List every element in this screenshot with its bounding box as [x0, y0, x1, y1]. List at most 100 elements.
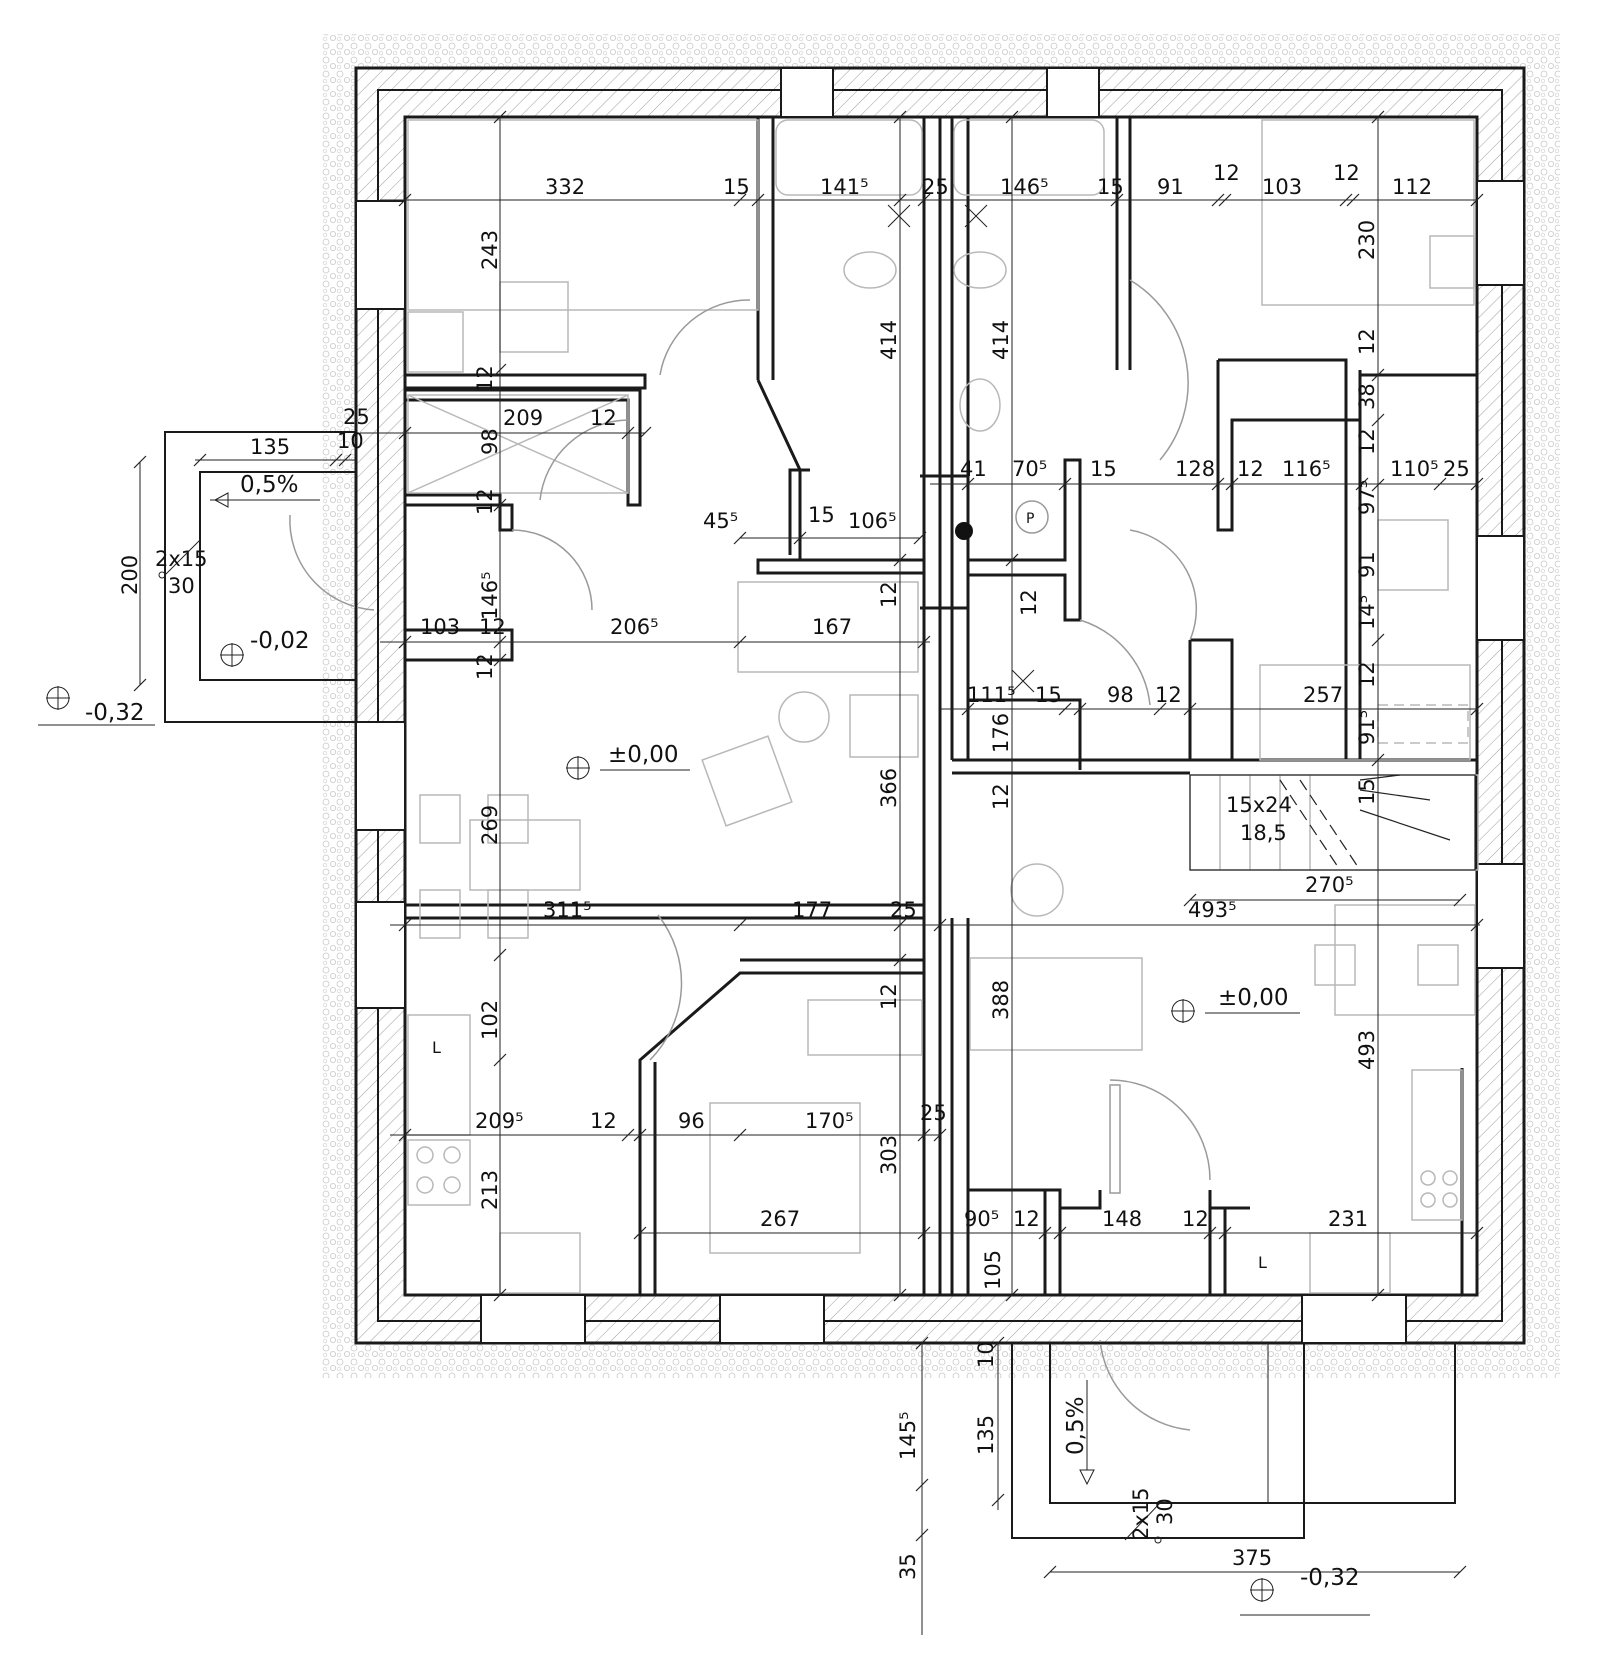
dimension-tick: [893, 1288, 907, 1302]
dim-verticals-right: 230 12 38 12 97⁵ 91 14⁵ 12 91⁵ 15 493: [1355, 220, 1379, 1070]
dimension-tick: [1153, 702, 1167, 716]
dim-label: 98: [1107, 683, 1134, 707]
dimension-tick: [991, 1336, 1005, 1350]
dimension-tick: [1183, 893, 1197, 907]
dimension-tick: [193, 453, 207, 467]
slope-left-terrace: 0,5%: [240, 472, 298, 498]
dimension-tick: [733, 193, 747, 207]
dim-label: 12: [877, 581, 901, 608]
windows: [355, 67, 1525, 1344]
dim-label: 12: [1182, 1207, 1209, 1231]
dim-label: 25: [890, 898, 917, 922]
dim-label: 146⁵: [1000, 175, 1049, 199]
dimension-tick: [913, 531, 927, 545]
level-terrace-left: -0,02: [250, 628, 310, 654]
dimension-lines: [139, 117, 1480, 1635]
dim-label: 12: [1013, 1207, 1040, 1231]
dim-verticals-center: 414 414 12 12 366 12 176 12 388 12 303 1…: [877, 320, 1041, 1290]
dimension-tick: [633, 1128, 647, 1142]
dimension-tick: [1371, 753, 1385, 767]
dimension-tick: [1038, 1226, 1052, 1240]
gravel-surround: [322, 34, 1560, 1378]
dimension-tick: [621, 426, 635, 440]
dim-label: 12: [1355, 428, 1379, 455]
dim-label: 25: [920, 1101, 947, 1125]
dim-top-row: 332 15 141⁵ 25 146⁵ 15 91 12 103 12 112: [545, 161, 1432, 199]
dimension-tick: [733, 1128, 747, 1142]
level-main-left: ±0,00: [608, 742, 678, 768]
dimension-tick: [991, 1493, 1005, 1507]
dimension-tick: [893, 553, 907, 567]
dim-label: 91: [1157, 175, 1184, 199]
dim-label: 209: [503, 406, 543, 430]
dim-label: 12: [1155, 683, 1182, 707]
dimension-tick: [338, 453, 352, 467]
dimension-tick: [133, 678, 147, 692]
dim-label: 135: [974, 1415, 998, 1455]
dim-label: 12: [877, 983, 901, 1010]
dimension-tick: [1218, 193, 1232, 207]
bottom-terrace: [1011, 1342, 1456, 1616]
dimension-tick: [793, 531, 807, 545]
dim-label: 103: [420, 615, 460, 639]
dim-label: 167: [812, 615, 852, 639]
dim-label: 257: [1303, 683, 1343, 707]
dimension-tick: [961, 477, 975, 491]
dim-label: 14⁵: [1355, 595, 1379, 630]
step-left-size: 2x15: [155, 547, 208, 571]
dim-stair: 270⁵: [1305, 873, 1354, 897]
dim-label: 12: [473, 488, 497, 515]
dim-label: 176: [989, 713, 1013, 753]
dim-label: 206⁵: [610, 615, 659, 639]
dimension-tick: [1211, 477, 1225, 491]
dim-label: 35: [896, 1553, 920, 1580]
step-left-rise: 30: [168, 574, 195, 598]
dimension-tick: [1371, 110, 1385, 124]
dimension-tick: [1073, 702, 1087, 716]
dim-label: 97⁵: [1355, 480, 1379, 515]
dimension-tick: [1371, 368, 1385, 382]
dimension-tick: [1453, 1565, 1467, 1579]
dimension-tick: [1110, 193, 1124, 207]
dimension-tick: [1005, 110, 1019, 124]
dim-label: 128: [1175, 457, 1215, 481]
dimension-tick: [893, 193, 907, 207]
dim-verticals-left: 243 12 98 12 146⁵ 12 269 102 213: [473, 230, 502, 1210]
dim-label: 12: [590, 1109, 617, 1133]
dimension-tick: [893, 110, 907, 124]
dim-label: 15: [1355, 778, 1379, 805]
pantry-left-symbol: L: [432, 1038, 441, 1057]
dimension-tick: [1433, 477, 1447, 491]
stair-rise: 18,5: [1240, 821, 1287, 845]
dimension-tick: [1371, 1288, 1385, 1302]
dimension-tick: [398, 1128, 412, 1142]
boiler-symbol: P: [1026, 511, 1034, 527]
dim-label: 145⁵: [896, 1411, 920, 1460]
dim-label: 98: [478, 428, 502, 455]
dimension-tick: [1470, 1226, 1484, 1240]
dim-row4: 111⁵ 15 98 12 257: [967, 683, 1343, 707]
dim-label: 146⁵: [478, 571, 502, 620]
dim-label: 15: [808, 503, 835, 527]
dim-row3: 103 12 206⁵ 167: [420, 615, 852, 639]
dimension-tick: [893, 918, 907, 932]
dim-label: 12: [1237, 457, 1264, 481]
dimension-tick: [1211, 193, 1225, 207]
dimension-ticks: [133, 110, 1484, 1579]
dim-label: 105: [981, 1250, 1005, 1290]
dimension-tick: [1058, 702, 1072, 716]
dimension-tick: [493, 1288, 507, 1302]
level-labels: ±0,00 ±0,00 -0,02 -0,32 -0,32 0,5% 0,5%: [85, 472, 1360, 1591]
dim-label: 10: [974, 1341, 998, 1368]
dimension-tick: [1371, 478, 1385, 492]
dim-label: 135: [250, 435, 290, 459]
dim-label: 12: [473, 365, 497, 392]
dimension-tick: [1371, 633, 1385, 647]
dimension-tick: [493, 363, 507, 377]
dim-hall: 45⁵ 15 106⁵: [703, 503, 897, 533]
dimension-tick: [915, 1336, 929, 1350]
dim-label: 12: [479, 615, 506, 639]
level-main-right: ±0,00: [1218, 985, 1288, 1011]
dim-label: 96: [678, 1109, 705, 1133]
dim-label: 15: [723, 175, 750, 199]
